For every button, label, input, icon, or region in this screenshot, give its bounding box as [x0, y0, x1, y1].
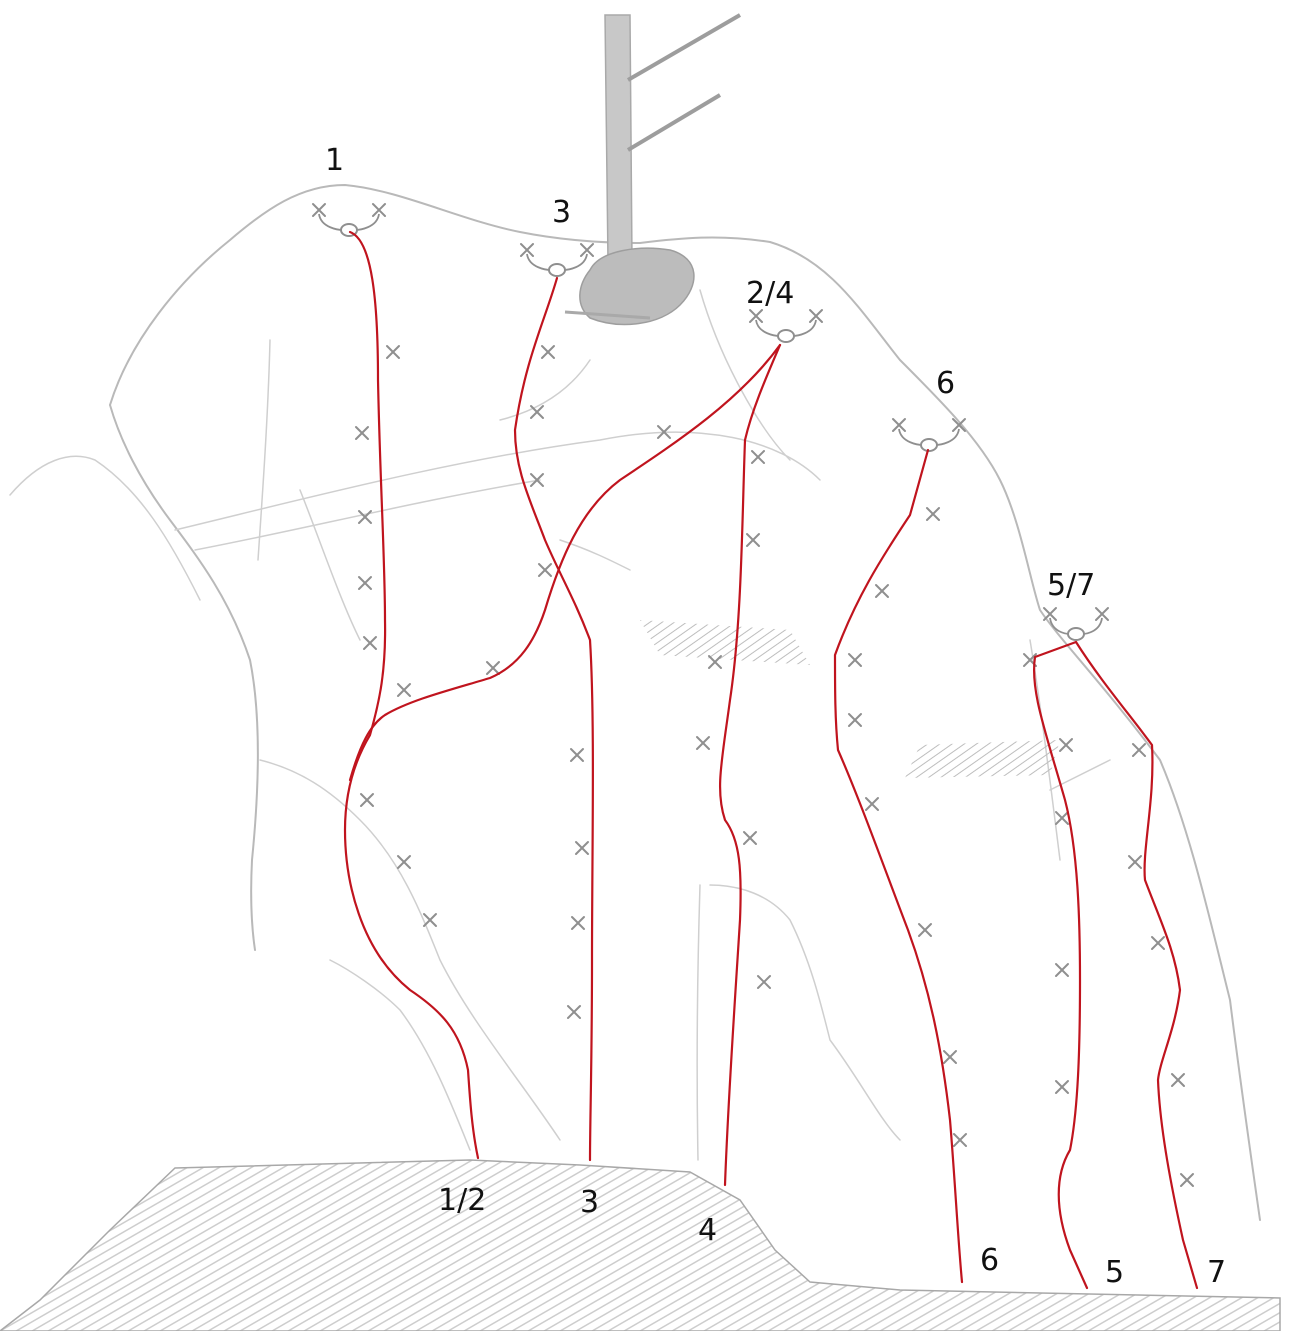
bolt-x-mark	[849, 714, 861, 726]
bolt-x-mark	[356, 427, 368, 439]
bolt-x-mark	[576, 842, 588, 854]
start-label-4: 4	[698, 1213, 717, 1248]
bolt-x-mark	[568, 1006, 580, 1018]
anchor-label-2-4: 2/4	[746, 276, 794, 311]
bolt-x-mark	[1152, 937, 1164, 949]
bolt-x-mark	[919, 924, 931, 936]
bolt-x-mark	[1129, 856, 1141, 868]
start-label-6: 6	[980, 1243, 999, 1278]
bolt-x-mark	[361, 794, 373, 806]
bolt-x-mark	[359, 577, 371, 589]
bolt-x-mark	[1056, 812, 1068, 824]
bolt-x-mark	[944, 1051, 956, 1063]
bolt-x-mark	[398, 856, 410, 868]
anchor-station	[893, 419, 965, 451]
anchor-labels: 1 3 2/4 6 5/7	[325, 143, 1095, 603]
anchors	[313, 204, 1108, 640]
bolt-x-mark	[359, 511, 371, 523]
start-label-1-2: 1/2	[438, 1183, 486, 1218]
bolt-x-mark	[752, 451, 764, 463]
route-7	[1076, 642, 1197, 1288]
ledge-shading	[640, 620, 1060, 778]
bolt-x-mark	[1060, 739, 1072, 751]
anchor-station	[1044, 608, 1108, 640]
route-3	[515, 278, 593, 1160]
bolt-x-mark	[387, 346, 399, 358]
bolt-x-mark	[866, 798, 878, 810]
anchor-label-3: 3	[552, 195, 571, 230]
anchor-station	[750, 310, 822, 342]
bolt-markers	[356, 346, 1193, 1186]
bolt-x-mark	[1133, 744, 1145, 756]
bolt-x-mark	[747, 534, 759, 546]
anchor-label-5-7: 5/7	[1047, 568, 1095, 603]
anchor-label-6: 6	[936, 366, 955, 401]
routes	[345, 232, 1197, 1288]
bolt-x-mark	[849, 654, 861, 666]
route-4	[720, 345, 780, 1185]
route-1	[345, 232, 478, 1158]
bolt-x-mark	[954, 1134, 966, 1146]
bolt-x-mark	[572, 917, 584, 929]
bolt-x-mark	[571, 749, 583, 761]
bolt-x-mark	[1181, 1174, 1193, 1186]
anchor-station	[521, 244, 593, 276]
ground-hatched	[0, 1160, 1280, 1331]
bolt-x-mark	[364, 637, 376, 649]
bolt-x-mark	[1172, 1074, 1184, 1086]
bolt-x-mark	[927, 508, 939, 520]
route-2	[350, 345, 780, 780]
anchor-station	[313, 204, 385, 236]
bolt-x-mark	[876, 585, 888, 597]
route-6	[835, 450, 962, 1282]
anchor-label-1: 1	[325, 143, 344, 178]
bolt-x-mark	[1056, 1081, 1068, 1093]
bolt-x-mark	[424, 914, 436, 926]
bolt-x-mark	[487, 662, 499, 674]
bolt-x-mark	[539, 564, 551, 576]
bolt-x-mark	[398, 684, 410, 696]
start-label-7: 7	[1207, 1255, 1226, 1290]
bolt-x-mark	[697, 737, 709, 749]
bolt-x-mark	[744, 832, 756, 844]
bolt-x-mark	[531, 474, 543, 486]
start-label-3: 3	[580, 1185, 599, 1220]
rock-outline	[10, 185, 1260, 1220]
bolt-x-mark	[542, 346, 554, 358]
bolt-x-mark	[758, 976, 770, 988]
start-label-5: 5	[1105, 1255, 1124, 1290]
bolt-x-mark	[531, 406, 543, 418]
tree-drawing	[565, 15, 740, 324]
bolt-x-mark	[1056, 964, 1068, 976]
